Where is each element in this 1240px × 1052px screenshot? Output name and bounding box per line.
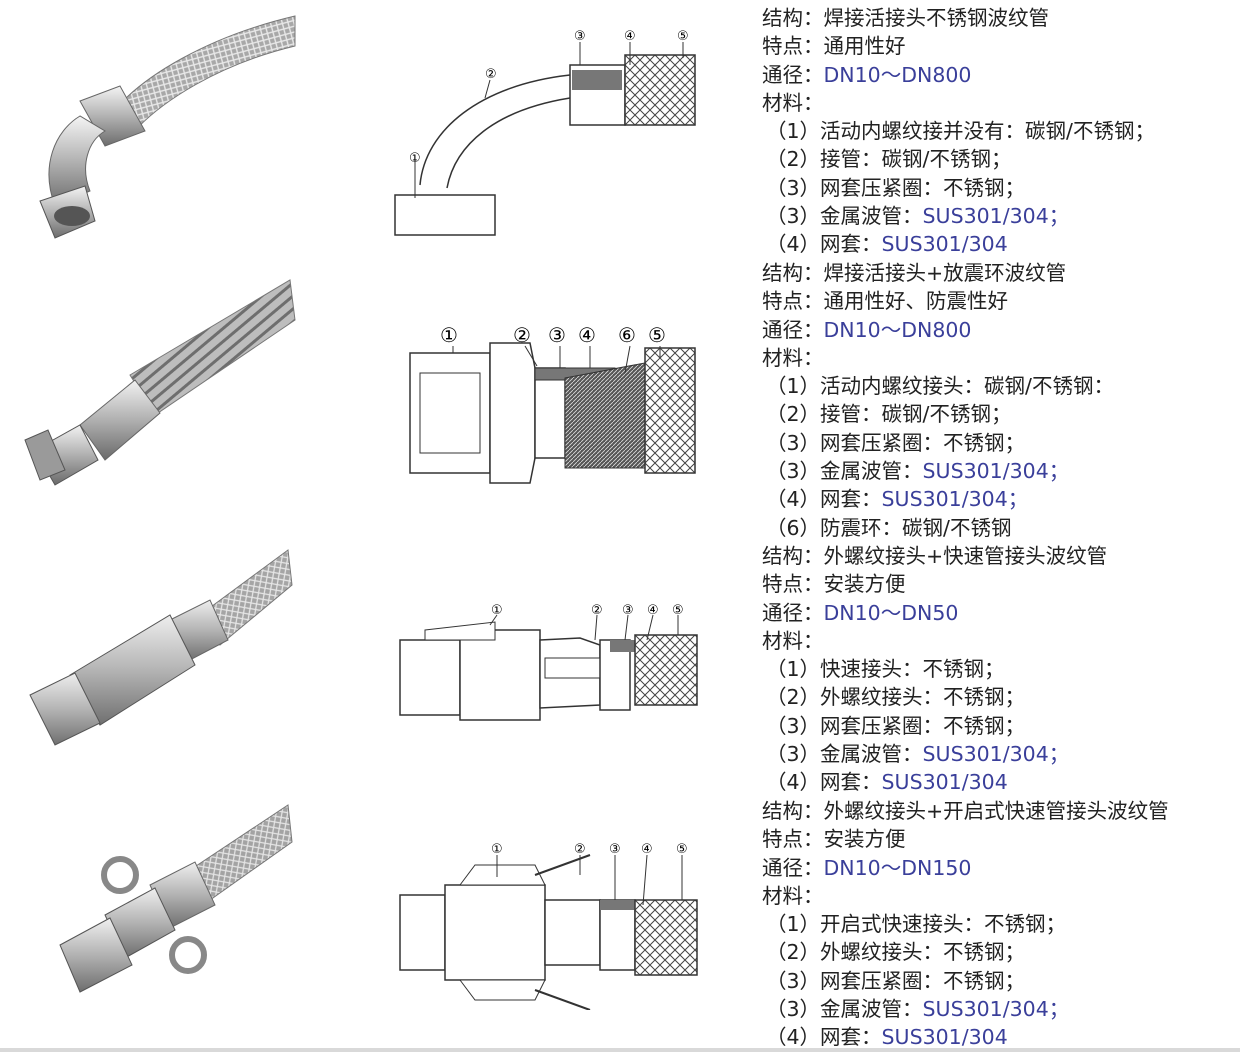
material-item: （3）网套压紧圈：不锈钢；	[766, 430, 1026, 455]
callout-3: ③	[609, 842, 621, 857]
structure-line: 结构：焊接活接头不锈钢波纹管	[762, 6, 1049, 30]
structure-line: 结构：外螺纹接头+快速管接头波纹管	[762, 544, 1108, 568]
callout-5: ⑤	[672, 603, 684, 618]
cross-section-diagram-4: ① ② ③ ④ ⑤	[385, 835, 715, 1011]
material-item: （4）网套：SUS301/304；	[766, 487, 1029, 512]
material-item: （2）外螺纹接头：不锈钢；	[766, 940, 1026, 965]
cross-section-diagram-1: ① ② ③ ④ ⑤	[385, 20, 715, 250]
callout-2: ②	[574, 842, 586, 857]
materials-label: 材料：	[762, 883, 824, 908]
material-item: （1）活动内螺纹接头：碳钢/不锈钢：	[766, 374, 1114, 399]
material-item: （3）网套压紧圈：不锈钢；	[766, 968, 1026, 993]
structure-line: 结构：焊接活接头+放震环波纹管	[762, 261, 1067, 285]
feature-line: 特点：安装方便	[762, 827, 906, 852]
spec-block-1: 结构：焊接活接头不锈钢波纹管 特点：通用性好 通径：DN10～DN800 材料：…	[762, 4, 1232, 259]
diameter-line: 通径：DN10～DN150	[762, 855, 972, 880]
spec-block-2: 结构：焊接活接头+放震环波纹管 特点：通用性好、防震性好 通径：DN10～DN8…	[762, 259, 1232, 542]
materials-label: 材料：	[762, 345, 824, 370]
feature-line: 特点：安装方便	[762, 572, 906, 597]
material-item: （4）网套：SUS301/304	[766, 770, 1008, 795]
feature-line: 特点：通用性好	[762, 34, 906, 59]
callout-6: ⑥	[618, 323, 636, 347]
structure-line: 结构：外螺纹接头+开启式快速管接头波纹管	[762, 799, 1169, 823]
callout-1: ①	[409, 151, 421, 166]
callout-2: ②	[513, 323, 531, 347]
callout-4: ④	[641, 842, 653, 857]
diameter-line: 通径：DN10～DN800	[762, 317, 972, 342]
callout-1: ①	[491, 842, 503, 857]
cross-section-diagram-2: ① ② ③ ④ ⑥ ⑤	[385, 318, 715, 493]
material-item: （1）开启式快速接头：不锈钢；	[766, 912, 1067, 937]
callout-4: ④	[578, 323, 596, 347]
material-item: （3）金属波管：SUS301/304；	[766, 204, 1070, 229]
material-item: （3）网套压紧圈：不锈钢；	[766, 713, 1026, 738]
material-item: （3）金属波管：SUS301/304；	[766, 459, 1070, 484]
callout-5: ⑤	[648, 323, 666, 347]
callout-3: ③	[622, 603, 634, 618]
callout-5: ⑤	[677, 29, 689, 44]
feature-line: 特点：通用性好、防震性好	[762, 289, 1008, 314]
product-photo-elbow-hose	[20, 6, 300, 246]
material-item: （1）活动内螺纹接并没有：碳钢/不锈钢；	[766, 119, 1155, 144]
materials-label: 材料：	[762, 628, 824, 653]
material-item: （4）网套：SUS301/304	[766, 1025, 1008, 1050]
callout-4: ④	[647, 603, 659, 618]
material-item: （1）快速接头：不锈钢；	[766, 657, 1005, 682]
callout-1: ①	[440, 323, 458, 347]
callout-2: ②	[485, 67, 497, 82]
callout-3: ③	[548, 323, 566, 347]
diameter-line: 通径：DN10～DN50	[762, 600, 959, 625]
product-photo-camlock-hose	[20, 800, 300, 1015]
material-item: （3）金属波管：SUS301/304；	[766, 742, 1070, 767]
material-item: （3）金属波管：SUS301/304；	[766, 997, 1070, 1022]
material-item: （3）网套压紧圈：不锈钢；	[766, 175, 1026, 200]
callout-1: ①	[491, 603, 503, 618]
spec-block-4: 结构：外螺纹接头+开启式快速管接头波纹管 特点：安装方便 通径：DN10～DN1…	[762, 797, 1232, 1052]
material-item: （2）接管：碳钢/不锈钢；	[766, 147, 1012, 172]
callout-2: ②	[591, 603, 603, 618]
spec-block-3: 结构：外螺纹接头+快速管接头波纹管 特点：安装方便 通径：DN10～DN50 材…	[762, 542, 1232, 797]
product-photo-shockproof-hose	[20, 275, 300, 495]
diameter-line: 通径：DN10～DN800	[762, 62, 972, 87]
materials-label: 材料：	[762, 90, 824, 115]
material-item: （4）网套：SUS301/304	[766, 232, 1008, 257]
callout-4: ④	[624, 29, 636, 44]
material-item: （6）防震环：碳钢/不锈钢	[766, 515, 1012, 540]
material-item: （2）外螺纹接头：不锈钢；	[766, 685, 1026, 710]
callout-5: ⑤	[676, 842, 688, 857]
material-item: （2）接管：碳钢/不锈钢；	[766, 402, 1012, 427]
bottom-divider	[0, 1048, 1240, 1052]
cross-section-diagram-3: ① ② ③ ④ ⑤	[385, 600, 715, 725]
product-photo-quick-connector-hose	[20, 545, 300, 755]
callout-3: ③	[574, 29, 586, 44]
